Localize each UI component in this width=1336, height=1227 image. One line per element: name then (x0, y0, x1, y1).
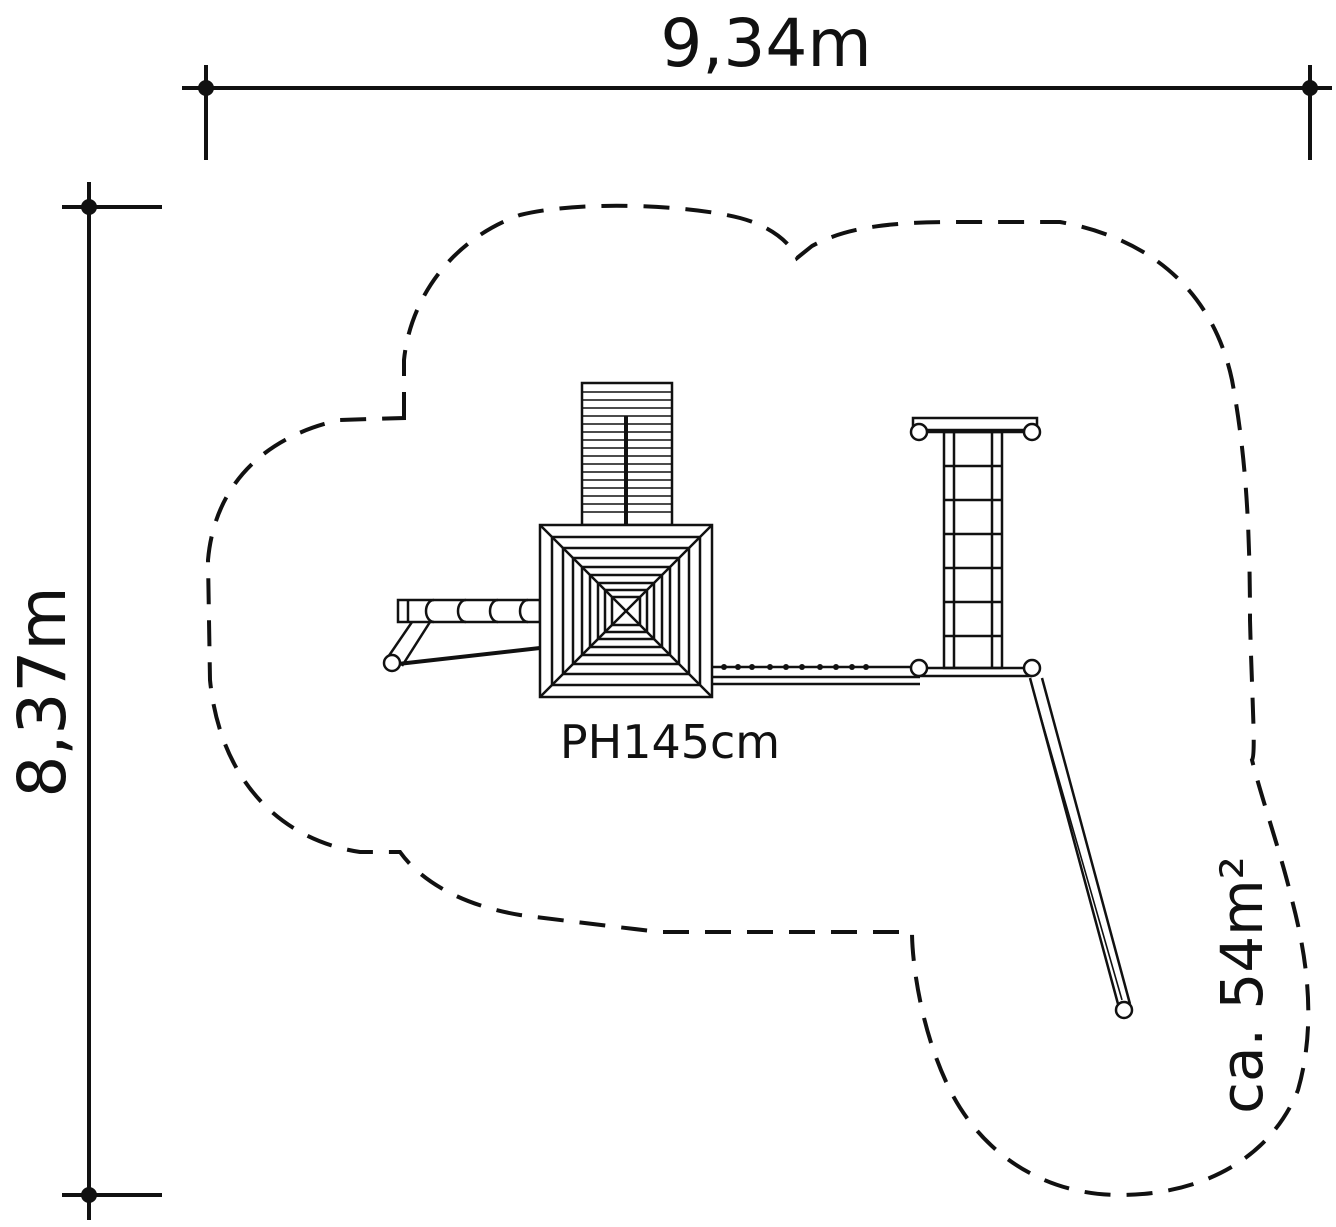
ladder-post-bottom-right (1022, 658, 1042, 678)
area-label: ca. 54m² (1208, 856, 1276, 1114)
rope-bridge-knots (721, 664, 869, 670)
log-bridge-rung-3 (488, 598, 499, 624)
height-dimension-top-dot (81, 199, 97, 215)
ladder-post-top-left (909, 422, 929, 442)
height-dimension-label: 8,37m (4, 586, 81, 797)
log-bridge-rung-1 (424, 598, 435, 624)
ladder-frame (942, 430, 1004, 670)
height-dimension (62, 182, 162, 1220)
width-dimension-left-dot (198, 80, 214, 96)
safety-area-outline (205, 203, 1311, 1198)
log-bridge-rung-4 (518, 598, 529, 624)
climbing-beam-post (382, 653, 402, 673)
climbing-ladder (909, 416, 1042, 678)
width-dimension-label: 9,34m (660, 5, 871, 82)
ladder-post-top-right (1022, 422, 1042, 442)
tower-roof-peak (610, 595, 642, 627)
climbing-beam-edge-b (400, 621, 432, 667)
climbing-rope (397, 646, 541, 666)
climbing-beam-edge-a (384, 621, 414, 661)
platform-height-label: PH145cm (560, 715, 780, 769)
slide-diagonal-end-post (1114, 1000, 1134, 1020)
log-bridge-frame (396, 598, 542, 624)
ladder-post-bottom-left (909, 658, 929, 678)
ladder-top-bar (911, 416, 1039, 432)
log-bridge (396, 598, 542, 624)
rope-bridge (712, 664, 920, 686)
width-dimension-right-dot (1302, 80, 1318, 96)
log-bridge-rung-2 (456, 598, 467, 624)
tower-roof (538, 523, 714, 699)
slide-diagonal (1028, 677, 1134, 1020)
height-dimension-bottom-dot (81, 1187, 97, 1203)
climbing-beam (382, 621, 541, 673)
slide-top (580, 381, 674, 527)
